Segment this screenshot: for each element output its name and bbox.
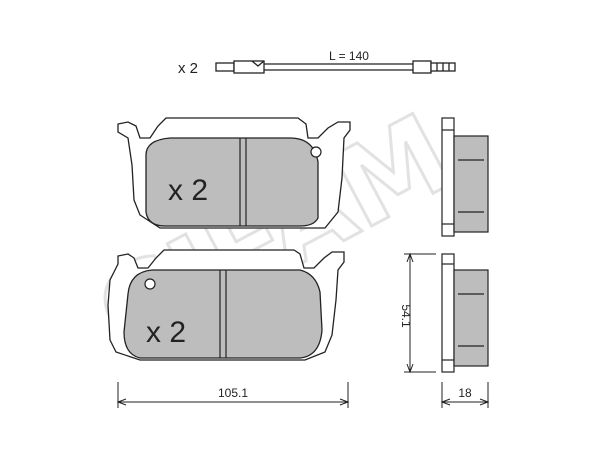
pad-upper-qty-label: x 2: [168, 174, 208, 207]
mount-hole-lower: [144, 278, 156, 290]
width-dimension: [116, 382, 350, 408]
friction-lining-lower: [123, 269, 323, 359]
side-view-upper: [441, 117, 489, 237]
thickness-dimension: [440, 382, 490, 408]
height-dimension: [404, 252, 436, 374]
height-dimension-label: 54.1: [399, 304, 413, 328]
thickness-dimension-label: 18: [458, 386, 472, 400]
sensor-length-label: L = 140: [329, 49, 369, 63]
pad-lower-qty-label: x 2: [146, 316, 186, 349]
friction-lining-upper: [145, 137, 319, 227]
mount-hole-upper: [310, 146, 322, 158]
brake-pad-lower: x 2: [107, 249, 345, 361]
brake-pad-upper: x 2: [117, 117, 351, 229]
wear-sensor: [215, 60, 456, 74]
width-dimension-label: 105.1: [218, 386, 248, 400]
side-view-lower: [441, 253, 489, 373]
sensor-qty-label: x 2: [178, 60, 198, 77]
